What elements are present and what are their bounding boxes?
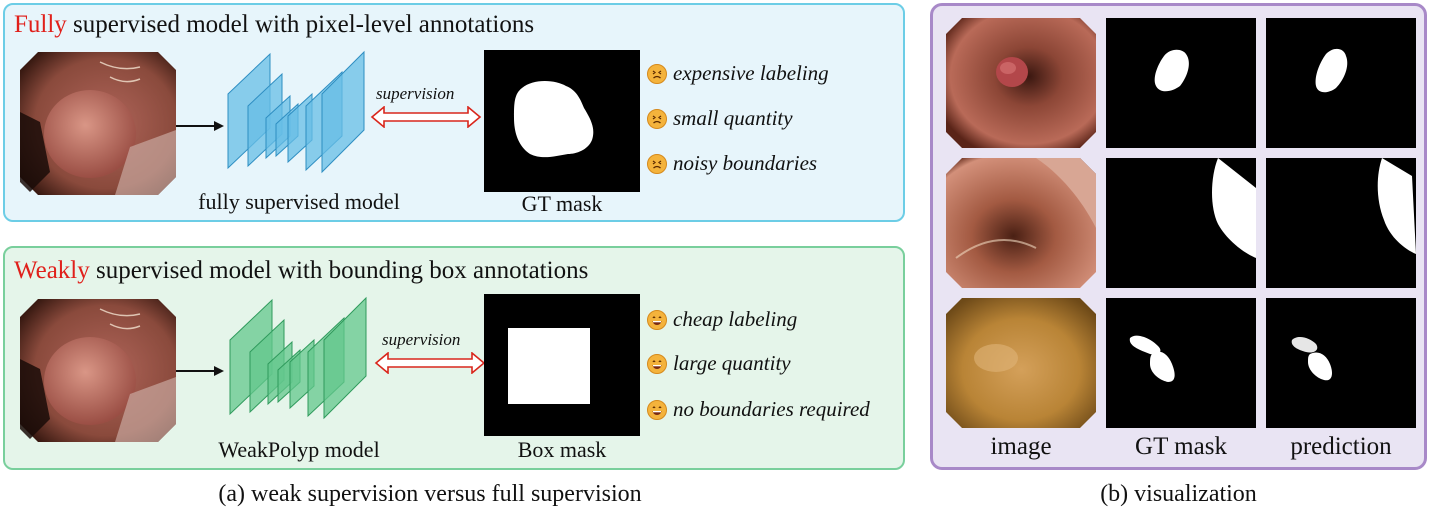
box-mask-rectangle bbox=[508, 328, 590, 404]
supervision-arrow bbox=[370, 105, 482, 129]
bullet-small-quantity: small quantity bbox=[647, 106, 793, 131]
bullet-text: expensive labeling bbox=[673, 61, 829, 85]
heading-text: supervised model with bounding box annot… bbox=[89, 257, 589, 284]
frowning-face-icon bbox=[647, 108, 667, 129]
frowning-face-icon bbox=[647, 153, 667, 174]
bullet-no-boundaries-required: no boundaries required bbox=[647, 397, 870, 422]
prediction-tile bbox=[1266, 18, 1416, 148]
input-arrow bbox=[176, 364, 224, 376]
gt-mask-tile bbox=[1106, 298, 1256, 428]
bullet-cheap-labeling: cheap labeling bbox=[647, 307, 797, 332]
box-mask-label: Box mask bbox=[517, 437, 607, 462]
grinning-face-icon bbox=[647, 399, 667, 420]
bullet-expensive-labeling: expensive labeling bbox=[647, 61, 829, 86]
column-label-image: image bbox=[990, 433, 1052, 460]
supervision-arrow bbox=[374, 351, 486, 375]
gt-mask-label: GT mask bbox=[521, 191, 603, 216]
grinning-face-icon bbox=[647, 353, 667, 374]
supervision-label: supervision bbox=[382, 330, 461, 349]
grinning-face-icon bbox=[647, 309, 667, 330]
fully-supervised-model-label: fully supervised model bbox=[198, 189, 400, 214]
caption-a: (a) weak supervision versus full supervi… bbox=[218, 481, 642, 507]
bullet-text: small quantity bbox=[673, 106, 793, 130]
bullet-text: no boundaries required bbox=[673, 397, 870, 421]
endoscopy-image bbox=[20, 52, 176, 195]
input-arrow bbox=[176, 119, 224, 131]
bullet-noisy-boundaries: noisy boundaries bbox=[647, 151, 817, 176]
caption-b: (b) visualization bbox=[1100, 481, 1257, 507]
endoscopy-image bbox=[20, 299, 176, 442]
bullet-text: large quantity bbox=[673, 351, 791, 375]
endoscopy-image bbox=[946, 18, 1096, 148]
bullet-text: cheap labeling bbox=[673, 307, 798, 331]
endoscopy-image bbox=[946, 158, 1096, 288]
heading-text: supervised model with pixel-level annota… bbox=[66, 11, 535, 38]
supervision-label: supervision bbox=[376, 84, 455, 103]
column-label-gt-mask: GT mask bbox=[1135, 433, 1227, 460]
fully-supervised-heading: Fully supervised model with pixel-level … bbox=[14, 11, 534, 39]
weakpolyp-network-icon bbox=[228, 294, 368, 422]
bullet-text: noisy boundaries bbox=[673, 151, 818, 175]
gt-mask-tile bbox=[1106, 158, 1256, 288]
gt-mask-tile bbox=[1106, 18, 1256, 148]
box-mask-image bbox=[484, 294, 640, 436]
gt-mask-image bbox=[484, 50, 640, 192]
prediction-tile bbox=[1266, 298, 1416, 428]
prediction-tile bbox=[1266, 158, 1416, 288]
heading-accent: Fully bbox=[14, 11, 67, 38]
column-label-prediction: prediction bbox=[1290, 433, 1392, 460]
fully-supervised-network-icon bbox=[226, 48, 366, 176]
weakly-supervised-heading: Weakly supervised model with bounding bo… bbox=[14, 257, 588, 285]
weakpolyp-model-label: WeakPolyp model bbox=[218, 437, 380, 462]
heading-accent: Weakly bbox=[14, 257, 90, 284]
frowning-face-icon bbox=[647, 63, 667, 84]
endoscopy-image bbox=[946, 298, 1096, 428]
bullet-large-quantity: large quantity bbox=[647, 351, 791, 376]
